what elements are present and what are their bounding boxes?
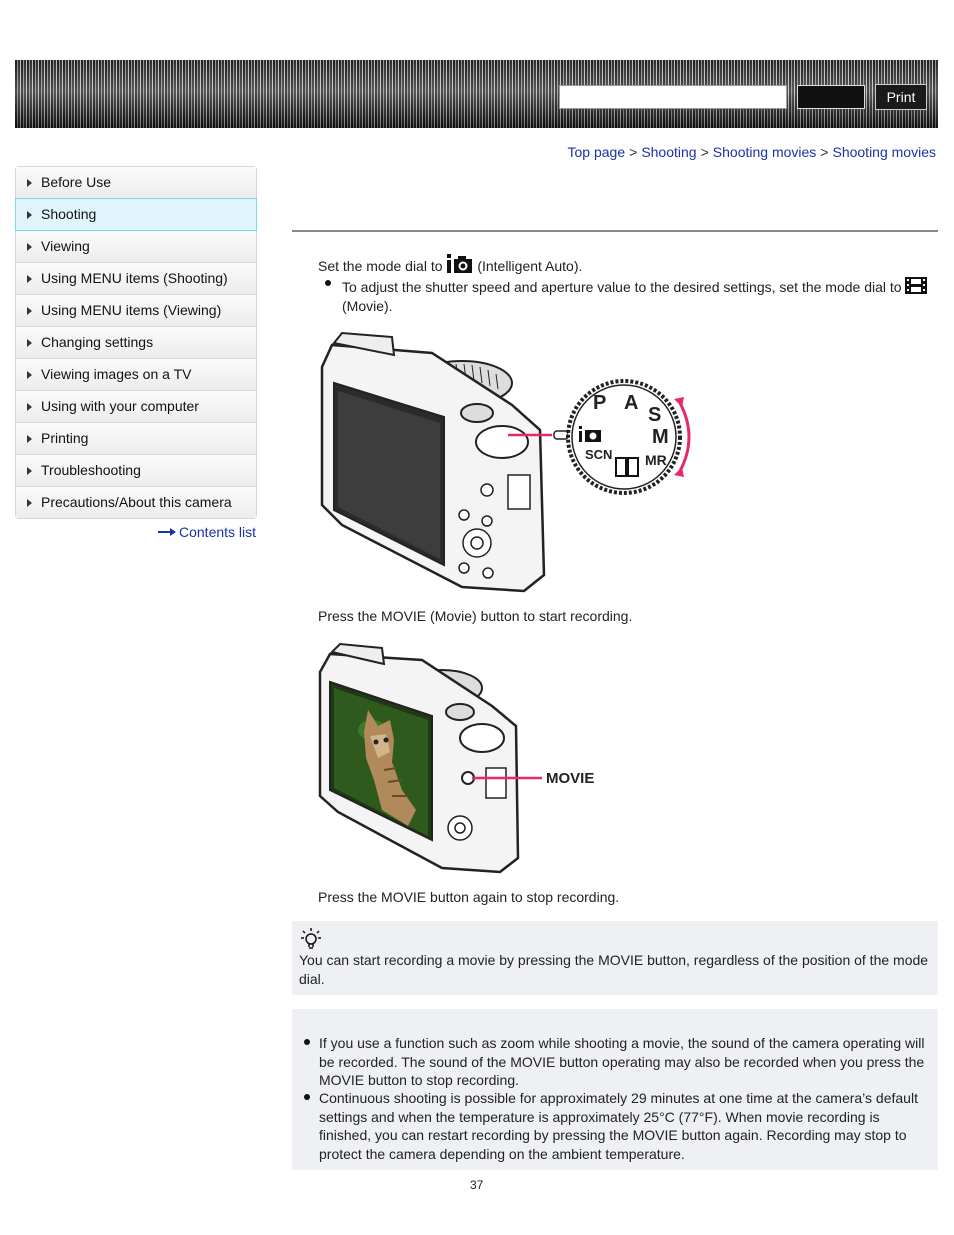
- step-1-prefix: Set the mode dial to: [318, 258, 443, 274]
- breadcrumb-top-page[interactable]: Top page: [567, 144, 626, 160]
- sidebar-item-viewing-tv[interactable]: Viewing images on a TV: [16, 359, 256, 391]
- sidebar-item-label: Troubleshooting: [41, 462, 141, 478]
- arrow-right-icon: [27, 499, 32, 507]
- sidebar-item-label: Using with your computer: [41, 398, 199, 414]
- breadcrumb-shooting[interactable]: Shooting: [641, 144, 697, 160]
- arrow-right-icon: [27, 403, 32, 411]
- dial-label-m: M: [652, 426, 669, 448]
- sidebar-item-before-use[interactable]: Before Use: [16, 167, 256, 199]
- sidebar-item-label: Printing: [41, 430, 89, 446]
- sidebar-nav: Before Use Shooting Viewing Using MENU i…: [15, 166, 257, 519]
- breadcrumb-separator: >: [700, 144, 709, 160]
- dial-label-s: S: [648, 404, 662, 426]
- breadcrumb-current[interactable]: Shooting movies: [832, 144, 936, 160]
- note-box: [292, 1009, 938, 1170]
- sidebar-item-troubleshooting[interactable]: Troubleshooting: [16, 455, 256, 487]
- lightbulb-icon: [301, 928, 321, 949]
- sidebar-item-label: Using MENU items (Viewing): [41, 302, 222, 318]
- camera-mode-dial-illustration: [320, 331, 691, 593]
- step-3-text: Press the MOVIE button again to stop rec…: [318, 889, 620, 905]
- step-1-text: Set the mode dial to (Intelligent Auto).: [318, 254, 582, 276]
- print-button[interactable]: Print: [875, 84, 927, 110]
- bullet-icon: [304, 1039, 310, 1045]
- sidebar-item-computer[interactable]: Using with your computer: [16, 391, 256, 423]
- sidebar-item-label: Viewing images on a TV: [41, 366, 192, 382]
- movie-button-callout: MOVIE: [546, 770, 595, 787]
- step-1-bullet-prefix: To adjust the shutter speed and aperture…: [342, 279, 902, 295]
- step-1-suffix: (Intelligent Auto).: [477, 258, 583, 274]
- contents-list-link[interactable]: Contents list: [158, 524, 256, 540]
- arrow-right-icon: [27, 435, 32, 443]
- note-item: If you use a function such as zoom while…: [319, 1035, 925, 1088]
- sidebar-item-label: Precautions/About this camera: [41, 494, 232, 510]
- camera-movie-button-illustration: [318, 642, 542, 874]
- sidebar-item-viewing[interactable]: Viewing: [16, 231, 256, 263]
- step-2-text: Press the MOVIE (Movie) button to start …: [318, 608, 633, 624]
- arrow-right-icon: [27, 467, 32, 475]
- bullet-icon: [304, 1094, 310, 1100]
- tip-box: [292, 921, 938, 995]
- section-divider: [292, 230, 938, 232]
- sidebar-item-changing-settings[interactable]: Changing settings: [16, 327, 256, 359]
- breadcrumb-shooting-movies[interactable]: Shooting movies: [712, 144, 817, 160]
- breadcrumb-separator: >: [629, 144, 638, 160]
- breadcrumb-separator: >: [820, 144, 829, 160]
- arrow-right-icon: [27, 339, 32, 347]
- bullet-icon: [325, 280, 331, 286]
- arrow-right-icon: [27, 243, 32, 251]
- sidebar-item-label: Viewing: [41, 238, 90, 254]
- sidebar-item-precautions[interactable]: Precautions/About this camera: [16, 487, 256, 518]
- sidebar-item-menu-shooting[interactable]: Using MENU items (Shooting): [16, 263, 256, 295]
- dial-label-mr: MR: [645, 452, 667, 468]
- breadcrumb: Top page>Shooting>Shooting movies>Shooti…: [568, 144, 936, 160]
- sidebar-item-label: Before Use: [41, 174, 112, 190]
- tip-text: You can start recording a movie by press…: [299, 952, 929, 987]
- movie-film-icon: [615, 457, 639, 477]
- contents-list-label: Contents list: [179, 524, 257, 540]
- arrow-right-icon: [27, 307, 32, 315]
- intelligent-auto-icon: [579, 426, 601, 442]
- sidebar-item-label: Shooting: [41, 206, 97, 222]
- dial-label-scn: SCN: [585, 447, 613, 462]
- search-input[interactable]: [559, 85, 787, 109]
- arrow-right-icon: [27, 275, 32, 283]
- sidebar-item-menu-viewing[interactable]: Using MENU items (Viewing): [16, 295, 256, 327]
- movie-film-icon: [905, 277, 928, 294]
- search-button[interactable]: [797, 85, 865, 109]
- arrow-right-icon: [27, 179, 32, 187]
- sidebar-item-label: Using MENU items (Shooting): [41, 270, 228, 286]
- arrow-right-icon: [27, 371, 32, 379]
- arrow-right-icon: [27, 211, 32, 219]
- sidebar-item-shooting[interactable]: Shooting: [15, 198, 257, 231]
- arrow-right-icon: [158, 528, 176, 536]
- dial-label-a: A: [624, 392, 639, 414]
- sidebar-item-printing[interactable]: Printing: [16, 423, 256, 455]
- page-number: 37: [470, 1178, 484, 1192]
- step-1-bullet-suffix: (Movie).: [342, 297, 393, 314]
- step-1-bullet: To adjust the shutter speed and aperture…: [342, 277, 938, 315]
- intelligent-auto-icon: [447, 254, 473, 273]
- note-item: Continuous shooting is possible for appr…: [319, 1090, 918, 1162]
- sidebar-item-label: Changing settings: [41, 334, 154, 350]
- dial-label-p: P: [593, 392, 607, 414]
